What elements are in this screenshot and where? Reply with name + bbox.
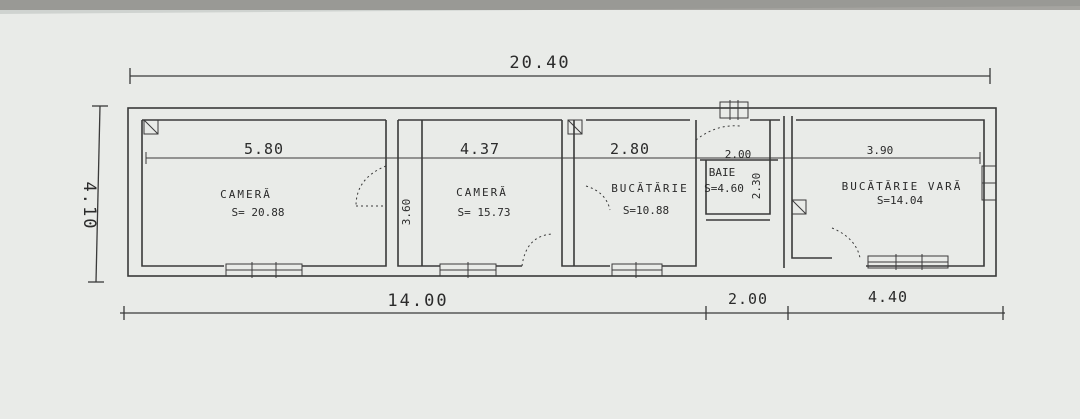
room-2-name: CAMERĂ: [456, 186, 508, 199]
room-1-area: S= 20.88: [232, 206, 285, 219]
room-4-name: BAIE: [709, 166, 736, 179]
paper-sheet: [0, 6, 1080, 419]
windows: [225, 100, 997, 278]
door-swings: [355, 125, 861, 267]
total-length-label: 20.40: [509, 53, 570, 73]
room-width-2: 4.37: [460, 140, 500, 158]
room-1-name: CAMERĂ: [220, 188, 272, 201]
depth-label: 4.10: [79, 182, 99, 231]
room-3-name: BUCĂTĂRIE: [611, 182, 689, 195]
bottom-segment-2-label: 2.00: [728, 290, 768, 308]
room-3-area: S=10.88: [623, 204, 669, 217]
bottom-segment-3-label: 4.40: [868, 288, 908, 306]
left-dimension-line: [88, 105, 108, 283]
room-5-area: S=14.04: [877, 194, 924, 207]
wall-height-a: 3.60: [400, 199, 413, 226]
bottom-dimension-line: [120, 306, 1005, 320]
wall-height-b: 2.30: [750, 173, 763, 200]
room-width-1: 5.80: [244, 140, 284, 158]
room-width-3: 2.80: [610, 140, 650, 158]
paper-top-shadow: [0, 0, 1080, 10]
bottom-segment-1-label: 14.00: [387, 291, 448, 311]
chimney-symbols: [143, 119, 807, 215]
room-width-4: 2.00: [725, 148, 752, 161]
room-width-5: 3.90: [867, 144, 894, 157]
room-2-area: S= 15.73: [458, 206, 511, 219]
top-dimension-line: [129, 68, 991, 84]
interior-dimension-line: [145, 152, 981, 164]
room-5-name: BUCĂTĂRIE VARĂ: [842, 180, 963, 193]
room-4-area: S=4.60: [704, 182, 744, 195]
